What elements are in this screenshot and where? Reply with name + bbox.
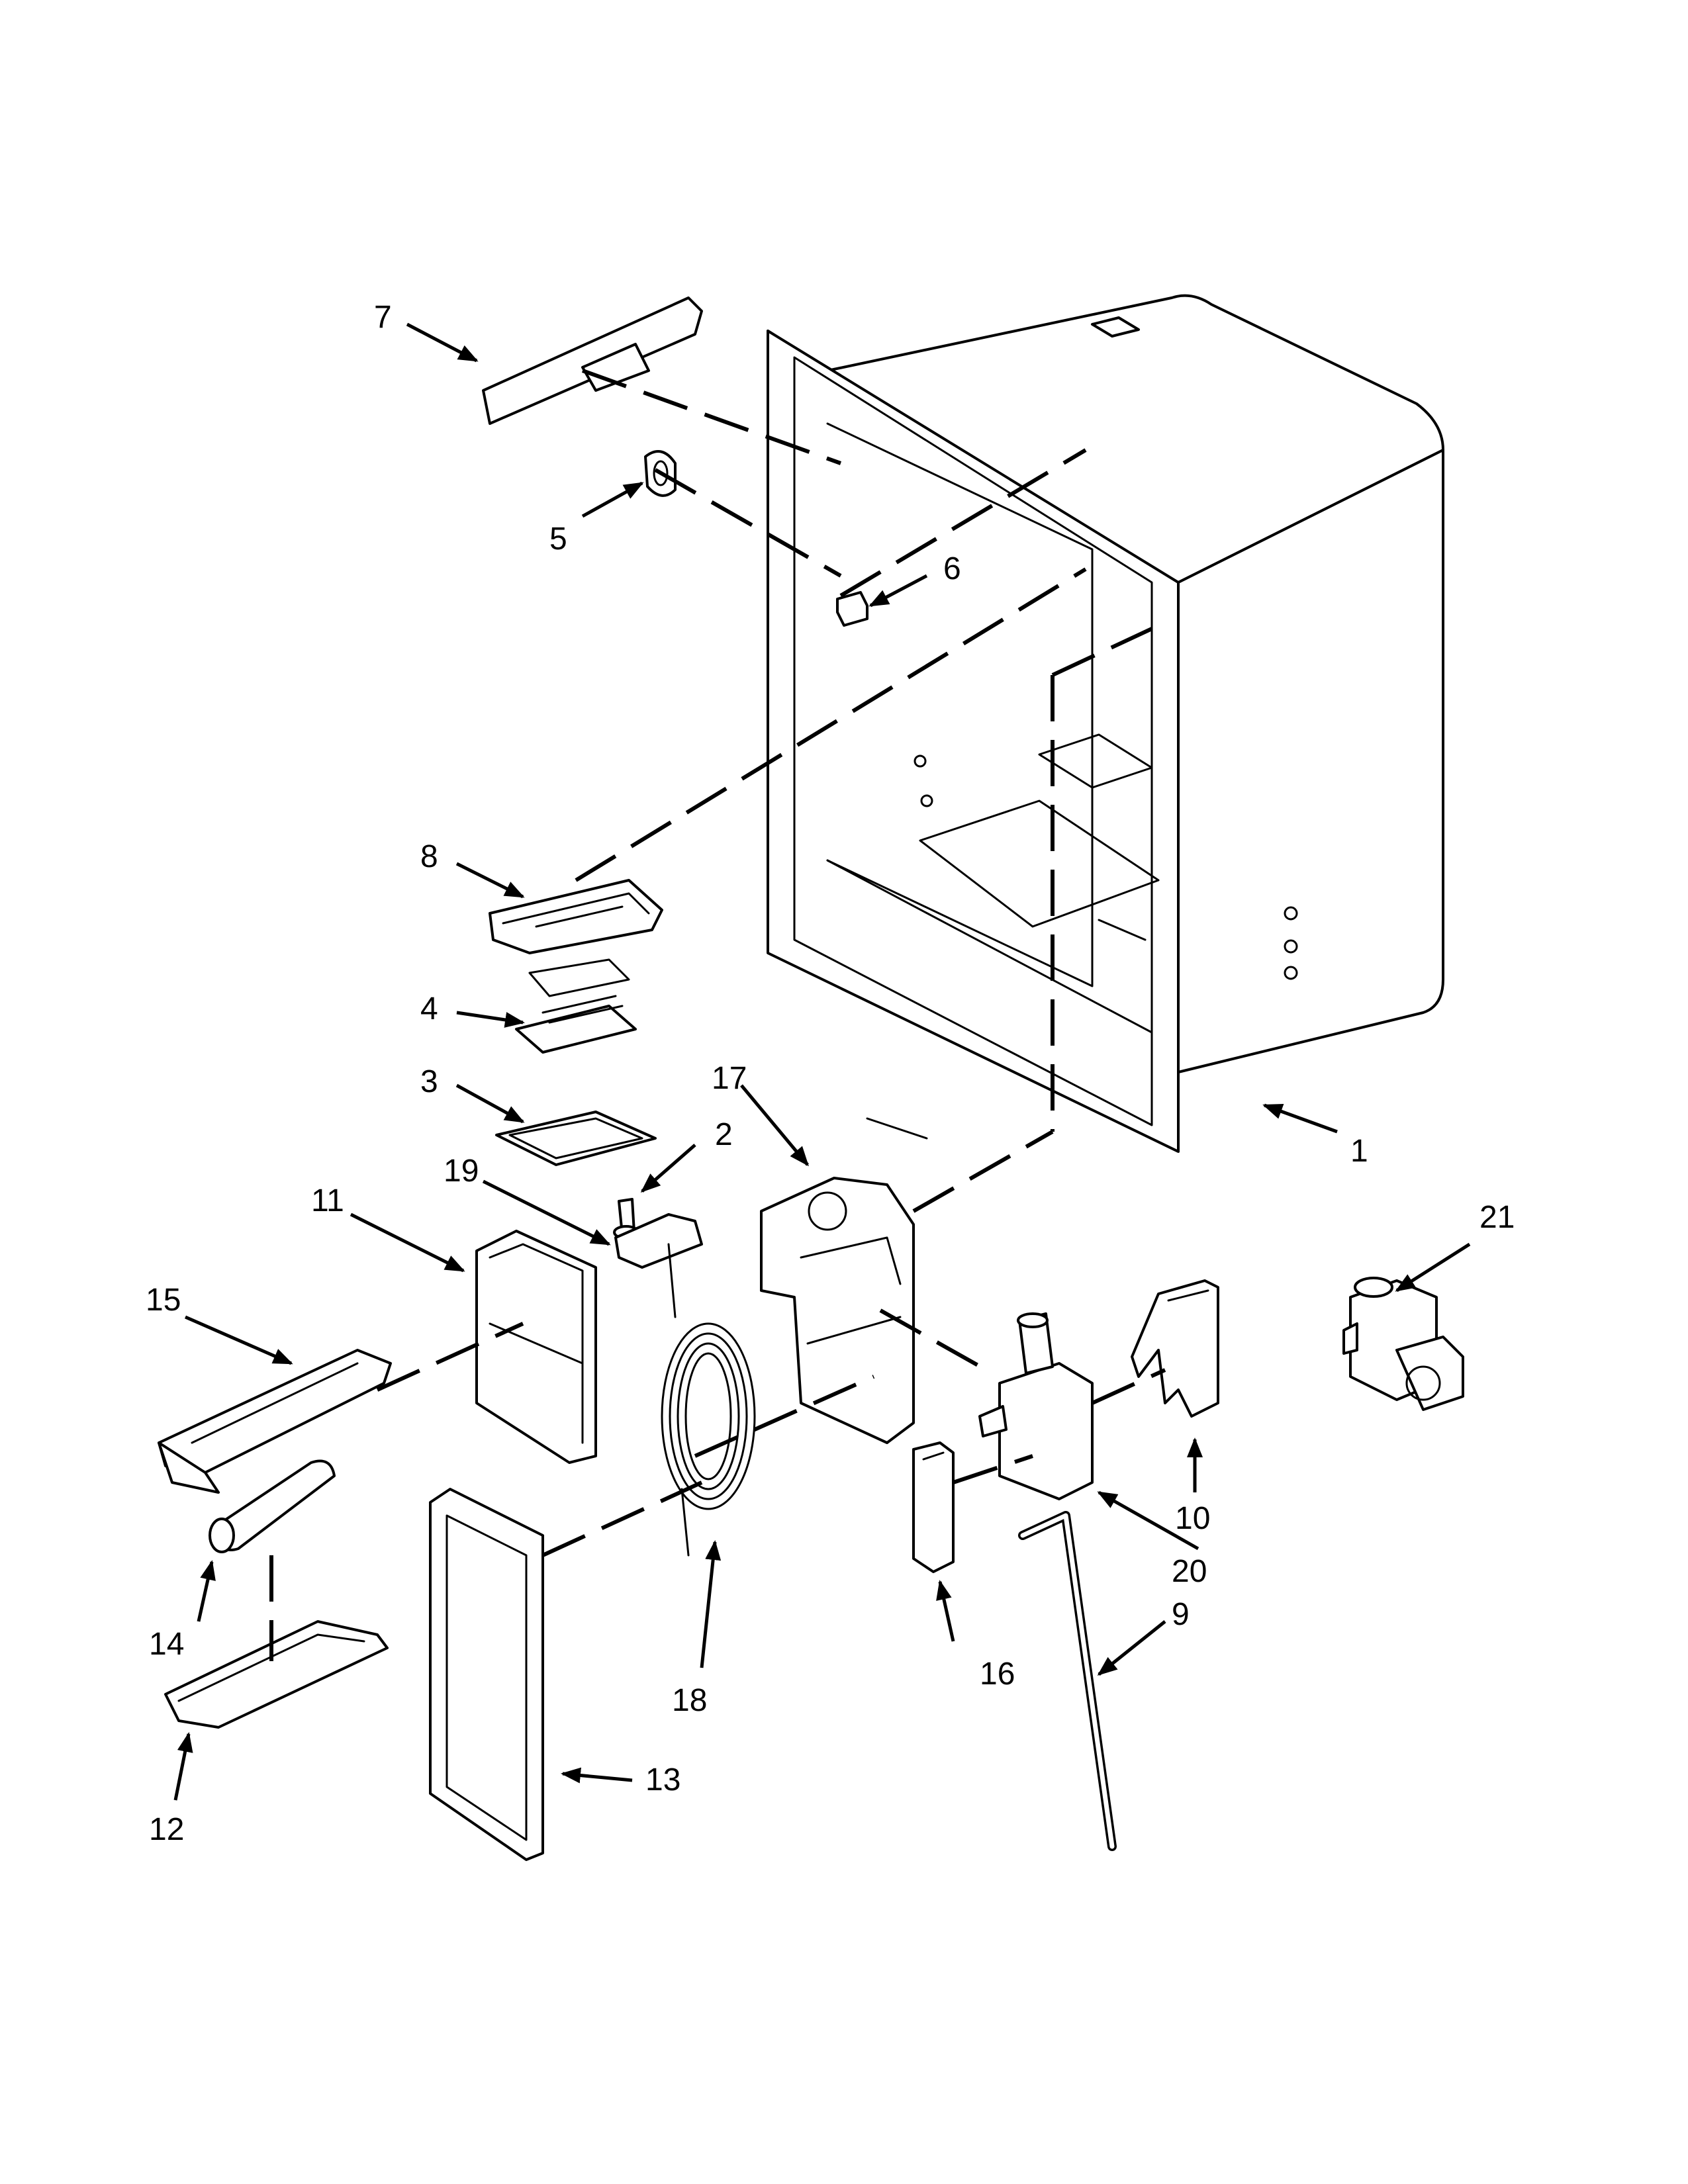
part-9-tube	[1018, 1511, 1117, 1851]
part-11-duct	[475, 1230, 597, 1464]
part-21-water-valve	[1342, 1277, 1464, 1411]
callout-12: 12	[149, 1812, 184, 1847]
part-19-switch	[614, 1213, 703, 1318]
part-12-filter-door	[164, 1620, 389, 1729]
callout-4: 4	[420, 991, 438, 1026]
part-1-cabinet-liner	[767, 294, 1444, 1153]
callout-16: 16	[980, 1657, 1015, 1692]
callout-10: 10	[1175, 1501, 1210, 1536]
callout-labels: 1 2 3 4 5 6 7 8 9 10 11 12 13 14 15 16 1…	[146, 300, 1515, 1847]
part-10-valve-bracket	[1131, 1279, 1219, 1418]
callout-19: 19	[444, 1154, 479, 1189]
part-8-housing	[489, 879, 663, 954]
callout-5: 5	[549, 522, 567, 557]
callout-18: 18	[672, 1683, 707, 1718]
callout-8: 8	[420, 839, 438, 874]
leader-arrows	[173, 322, 1471, 1801]
callout-13: 13	[645, 1762, 680, 1797]
callout-1: 1	[1350, 1134, 1368, 1169]
callout-9: 9	[1172, 1597, 1190, 1632]
callout-2: 2	[715, 1117, 733, 1152]
callout-7: 7	[374, 300, 392, 335]
part-7-chute-flap	[482, 296, 703, 425]
part-6-clip	[836, 591, 868, 627]
callout-6: 6	[943, 551, 961, 586]
part-16-clip-bracket	[912, 1441, 955, 1573]
part-15-filter-housing	[158, 1349, 392, 1494]
part-18-wire-harness	[661, 1322, 756, 1557]
callout-21: 21	[1479, 1200, 1515, 1235]
callout-14: 14	[149, 1627, 184, 1662]
part-17-bracket	[760, 1177, 915, 1444]
part-14-filter-cartridge	[209, 1459, 336, 1553]
part-3-cover-plate	[495, 1111, 657, 1166]
part-4-filter-pad	[515, 958, 637, 1054]
assembly-lines	[269, 369, 1166, 1661]
part-13-panel	[429, 1488, 544, 1861]
part-20-water-valve	[978, 1312, 1094, 1500]
callout-3: 3	[420, 1064, 438, 1099]
callout-17: 17	[712, 1061, 747, 1096]
callout-11: 11	[311, 1183, 344, 1218]
callout-15: 15	[146, 1283, 181, 1318]
callout-20: 20	[1172, 1554, 1207, 1589]
